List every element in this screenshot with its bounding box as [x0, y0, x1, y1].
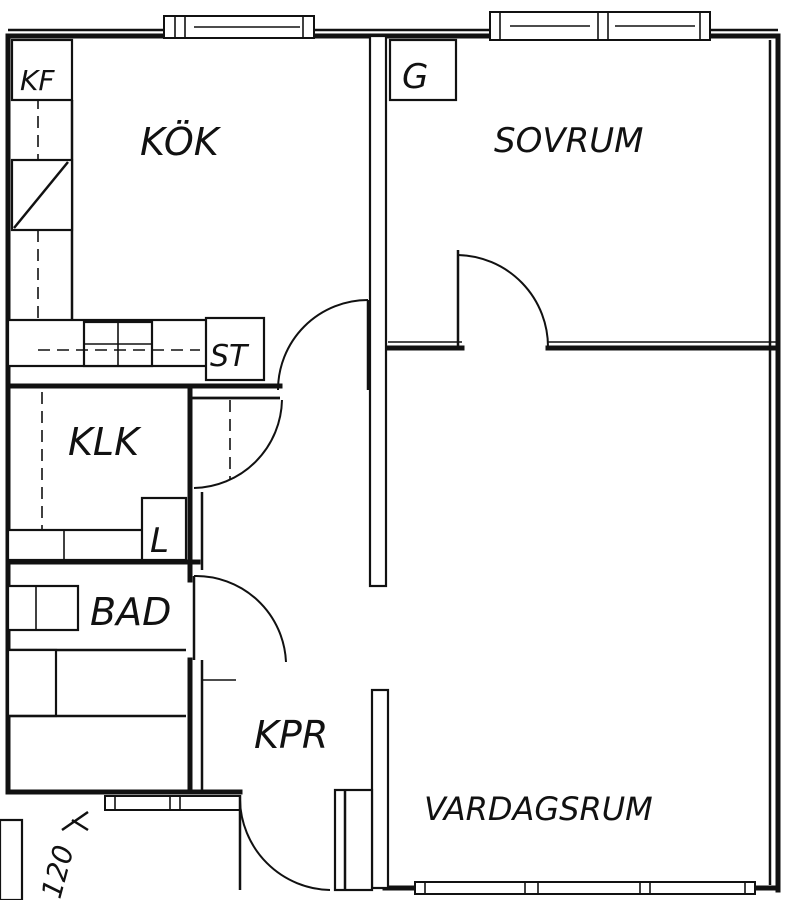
bedroom-wardrobe	[388, 38, 458, 102]
room-label-vardagsrum: VARDAGSRUM	[424, 790, 653, 828]
room-label-kok: KÖK	[140, 120, 222, 164]
windows-bottom	[104, 795, 756, 895]
interior-walls	[5, 34, 781, 892]
room-label-kpr: KPR	[254, 713, 328, 757]
dimension-label: 120	[35, 842, 81, 900]
dimension-marker	[0, 810, 89, 900]
bathroom-fixtures	[6, 584, 186, 718]
closet-fixtures	[6, 392, 188, 562]
fixture-label-l: L	[150, 521, 169, 561]
windows-top	[163, 11, 711, 41]
doors	[190, 250, 550, 891]
fixture-label-st: ST	[210, 339, 250, 374]
fixture-label-g: G	[402, 57, 428, 97]
fixture-label-kf: KF	[20, 64, 55, 97]
room-label-klk: KLK	[68, 420, 142, 464]
room-label-bad: BAD	[90, 590, 171, 634]
kitchen-fixtures	[6, 38, 266, 382]
room-label-sovrum: SOVRUM	[494, 121, 643, 161]
